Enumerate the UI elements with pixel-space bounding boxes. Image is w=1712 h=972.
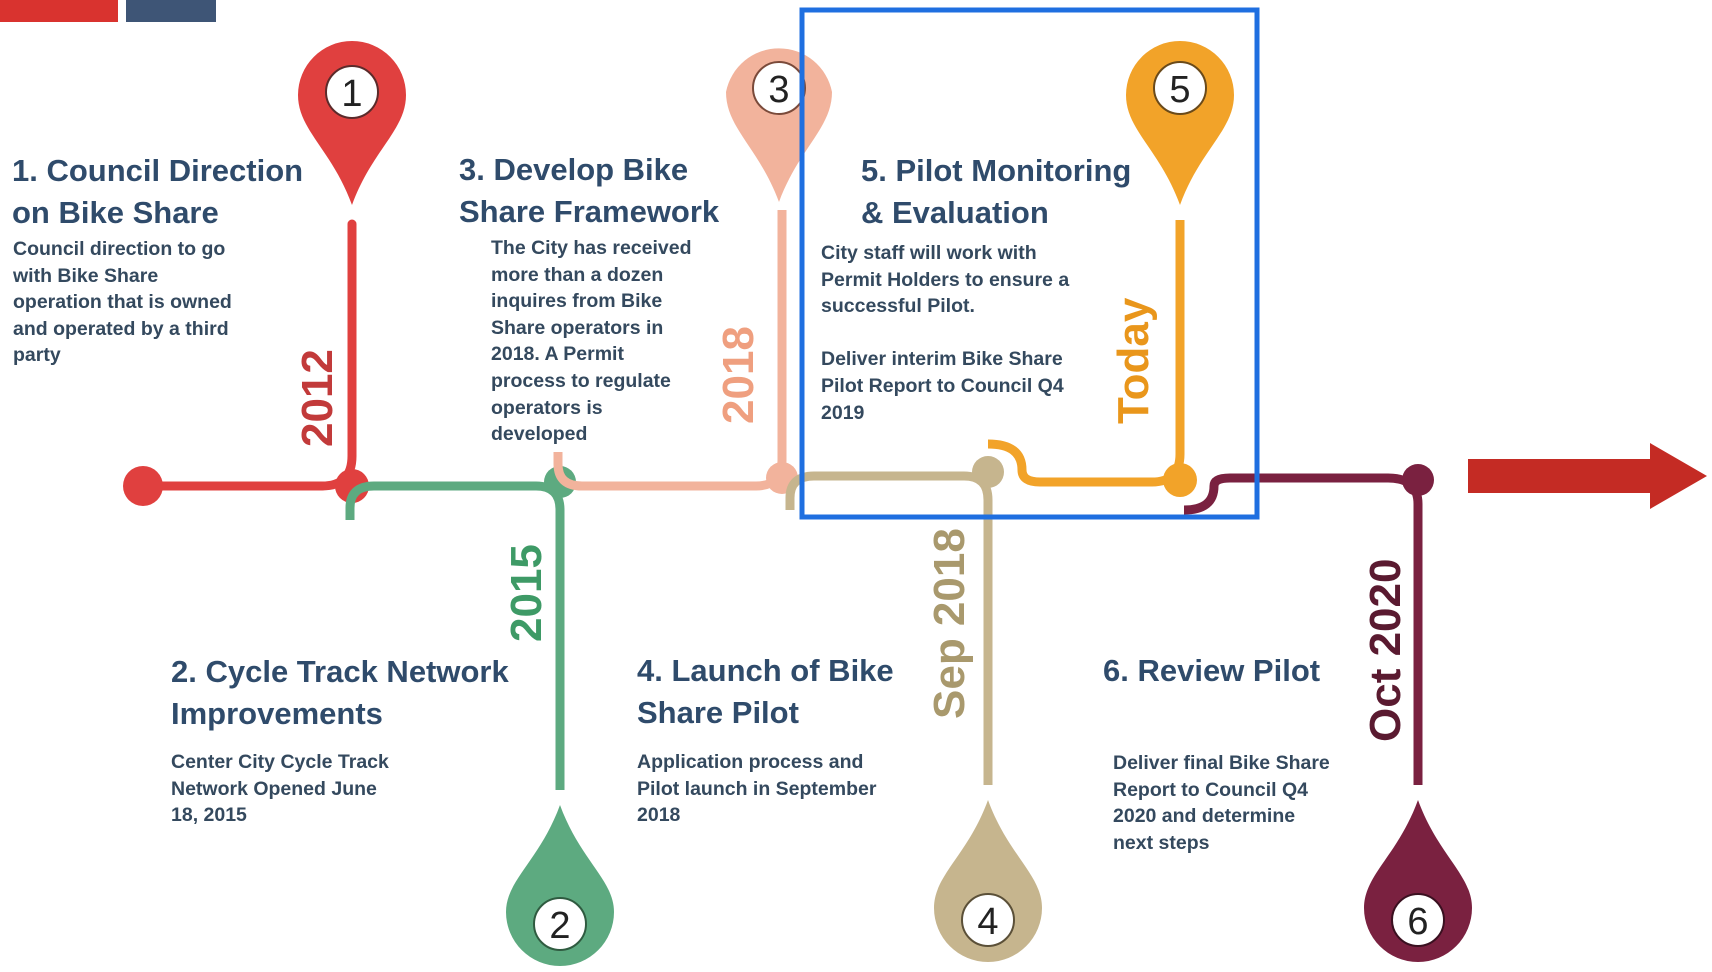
- year-label-oct-2020: Oct 2020: [1361, 558, 1410, 742]
- year-label-2012: 2012: [293, 349, 342, 447]
- pin-4: [934, 800, 1042, 962]
- segment-4: [785, 471, 993, 785]
- pin-number-2: 2: [549, 905, 570, 947]
- timeline-dot-6: [1402, 464, 1434, 496]
- timeline-dot-1: [335, 469, 369, 503]
- pin-1: [298, 41, 406, 205]
- year-label-2015: 2015: [502, 544, 551, 642]
- header-red-block: [0, 0, 118, 22]
- milestone-3-description: The City has received more than a dozen …: [491, 237, 692, 446]
- milestone-4-title: 4. Launch of Bike Share Pilot: [637, 653, 894, 730]
- milestone-4-description: Application process and Pilot launch in …: [637, 751, 877, 827]
- pin-3: [726, 48, 832, 202]
- year-label-sep-2018: Sep 2018: [925, 528, 974, 719]
- pin-number-3: 3: [768, 69, 789, 111]
- year-label-2018: 2018: [714, 326, 763, 424]
- future-arrow-icon: [1468, 443, 1707, 509]
- start-dot: [123, 466, 163, 506]
- milestone-5-title: 5. Pilot Monitoring & Evaluation: [861, 153, 1132, 230]
- pin-number-5: 5: [1169, 69, 1190, 111]
- connector-2: [345, 481, 565, 790]
- pin-2: [506, 805, 614, 966]
- milestone-1-title: 1. Council Direction on Bike Share: [12, 153, 304, 230]
- milestone-5-description: City staff will work with Permit Holders…: [821, 242, 1070, 424]
- milestone-2-title: 2. Cycle Track Network Improvements: [171, 654, 509, 731]
- pin-number-6: 6: [1407, 901, 1428, 943]
- pin-number-1: 1: [341, 73, 362, 115]
- milestone-1-description: Council direction to go with Bike Share …: [13, 238, 232, 367]
- header-navy-block: [126, 0, 216, 22]
- year-label-today: Today: [1109, 297, 1158, 424]
- timeline-dot-5: [1163, 463, 1197, 497]
- milestone-6-title: 6. Review Pilot: [1103, 653, 1321, 688]
- segment-2: [345, 481, 565, 790]
- milestone-2-description: Center City Cycle Track Network Opened J…: [171, 751, 389, 827]
- current-phase-highlight: [799, 7, 1260, 520]
- pin-5: [1126, 41, 1234, 205]
- pin-number-4: 4: [977, 901, 998, 943]
- milestone-6-description: Deliver final Bike Share Report to Counc…: [1113, 752, 1330, 854]
- connector-4: [785, 471, 993, 785]
- timeline-dot-4: [972, 456, 1004, 488]
- pin-6: [1364, 800, 1472, 962]
- milestone-3-title: 3. Develop Bike Share Framework: [459, 152, 720, 229]
